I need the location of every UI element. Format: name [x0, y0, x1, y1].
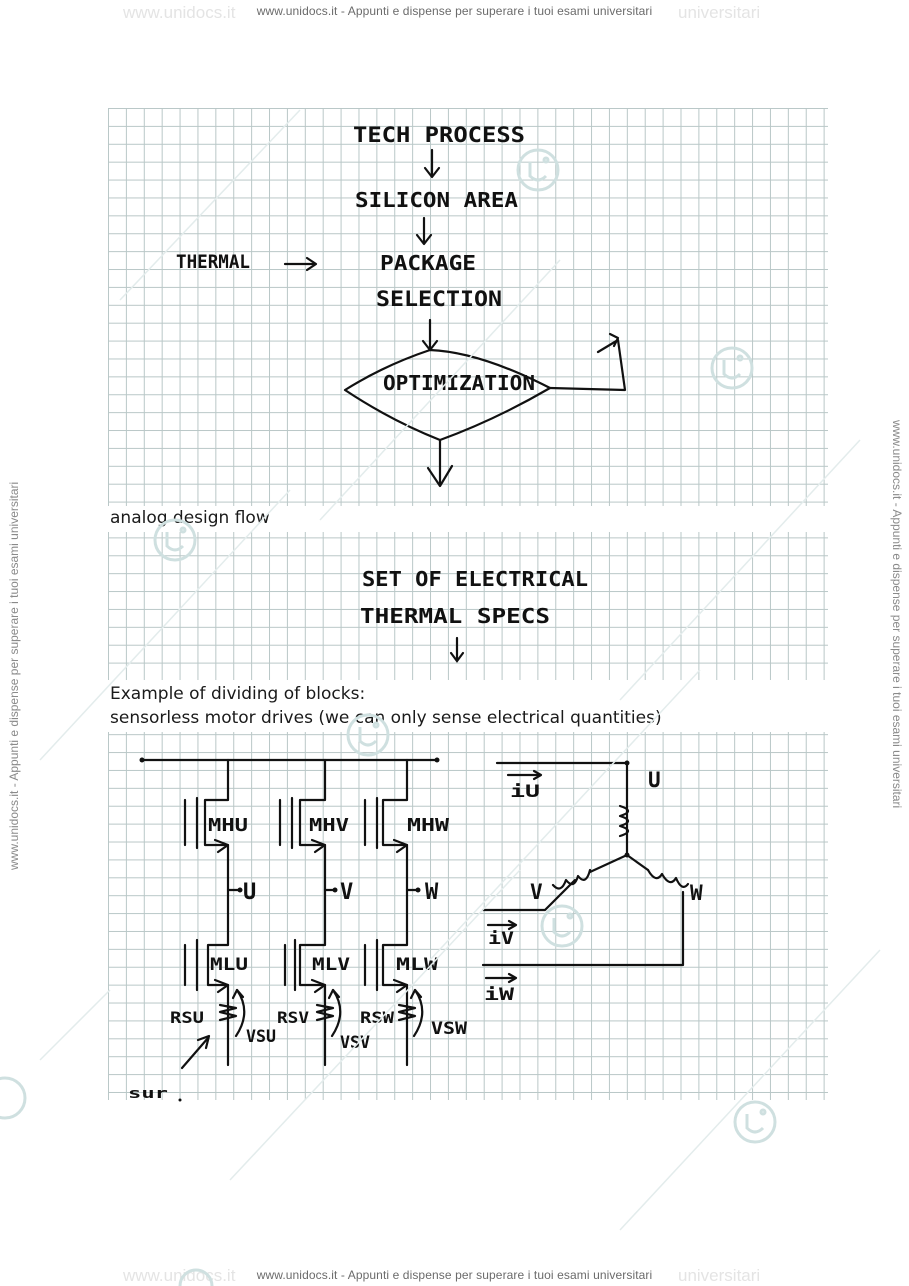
caption-band-2 — [108, 680, 828, 732]
silicon-area-label: SILICON AREA — [355, 188, 518, 212]
mhw-label: MHW — [407, 815, 449, 836]
vsw-label: VSW — [431, 1019, 468, 1039]
node-w-label: W — [425, 880, 439, 905]
caption-sensorless-drives: sensorless motor drives (we can only sen… — [110, 708, 662, 728]
ghost-watermark-left: www.unidocs.it — [123, 3, 236, 22]
node-v-label: V — [340, 880, 353, 905]
ghost-watermark-right-bottom: universitari — [678, 1266, 761, 1285]
caption-analog-design-flow: analog design flow — [110, 508, 270, 528]
tech-process-label: TECH PROCESS — [353, 123, 525, 147]
current-iw-label: iW — [484, 985, 515, 1005]
mhu-label: MHU — [208, 815, 248, 836]
specs-line-1: SET OF ELECTRICAL — [362, 567, 588, 591]
specs-sketch: SET OF ELECTRICAL THERMAL SPECS — [360, 567, 588, 663]
ghost-watermark-right: universitari — [678, 3, 761, 22]
optimization-label: OPTIMIZATION — [383, 371, 535, 395]
motor-terminal-w: W — [690, 881, 703, 905]
mhv-label: MHV — [309, 815, 349, 836]
header-watermark: www.unidocs.it - Appunti e dispense per … — [256, 4, 653, 18]
node-u-label: U — [243, 880, 256, 905]
current-iu-label: iU — [510, 782, 540, 802]
package-label: PACKAGE — [380, 251, 476, 275]
vsu-label: VSU — [246, 1027, 276, 1047]
mlw-label: MLW — [396, 955, 439, 975]
selection-label: SELECTION — [376, 287, 502, 311]
specs-line-2: THERMAL SPECS — [360, 604, 550, 628]
mlv-label: MLV — [312, 955, 350, 975]
rsu-label: RSU — [170, 1008, 204, 1027]
ghost-watermark-left-bottom: www.unidocs.it — [123, 1266, 236, 1285]
thermal-label: THERMAL — [176, 251, 250, 273]
caption-band-1 — [108, 506, 828, 532]
motor-terminal-v: V — [530, 880, 543, 904]
current-iv-label: iV — [488, 929, 514, 949]
motor-drive-circuit: MHU MHV MHW U V W MLU MLV MLW RSU RSV RS… — [128, 757, 703, 1102]
rsv-label: RSV — [277, 1008, 309, 1027]
caption-example-blocks: Example of dividing of blocks: — [110, 684, 366, 704]
design-flow-sketch: TECH PROCESS SILICON AREA THERMAL PACKAG… — [176, 123, 627, 488]
sur-note: sur — [128, 1086, 168, 1102]
footer-watermark: www.unidocs.it - Appunti e dispense per … — [256, 1268, 653, 1282]
motor-terminal-u: U — [648, 768, 661, 792]
mlu-label: MLU — [210, 955, 248, 975]
